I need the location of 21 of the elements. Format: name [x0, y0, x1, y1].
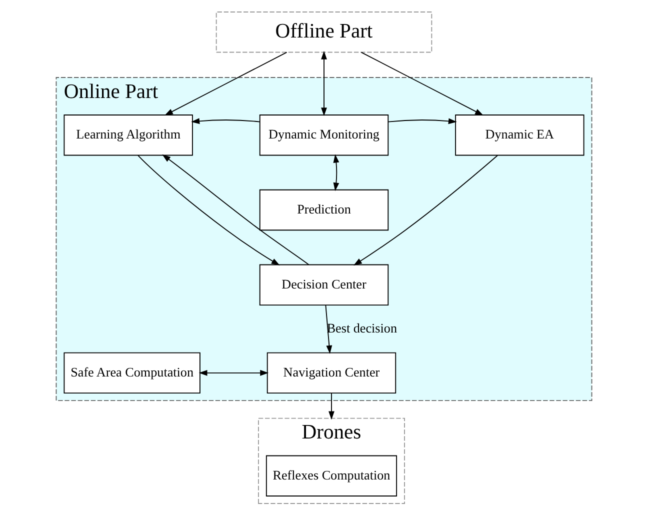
node-box: Prediction: [258, 189, 388, 231]
node-box: Offline Part: [215, 12, 432, 53]
node-box: Decision Center: [258, 264, 388, 306]
arrow: [387, 118, 456, 124]
node-box: Dynamic EA: [454, 114, 584, 156]
arrow: [164, 52, 287, 116]
arrow: [320, 50, 326, 116]
arrow: [353, 155, 498, 266]
arrow: [198, 370, 268, 376]
node-box: Navigation Center: [266, 352, 396, 394]
arrow: [332, 154, 339, 192]
arrow: [137, 154, 280, 266]
node-box: Learning Algorithm: [63, 114, 192, 156]
arrow: [324, 304, 332, 354]
arrow: [328, 392, 334, 420]
arrow: [162, 154, 309, 266]
arrow: [190, 118, 260, 124]
node-box: Dynamic Monitoring: [258, 114, 388, 156]
node-box: Reflexes Computation: [265, 455, 397, 496]
node-box: Safe Area Computation: [63, 352, 200, 394]
arrow: [360, 52, 483, 116]
